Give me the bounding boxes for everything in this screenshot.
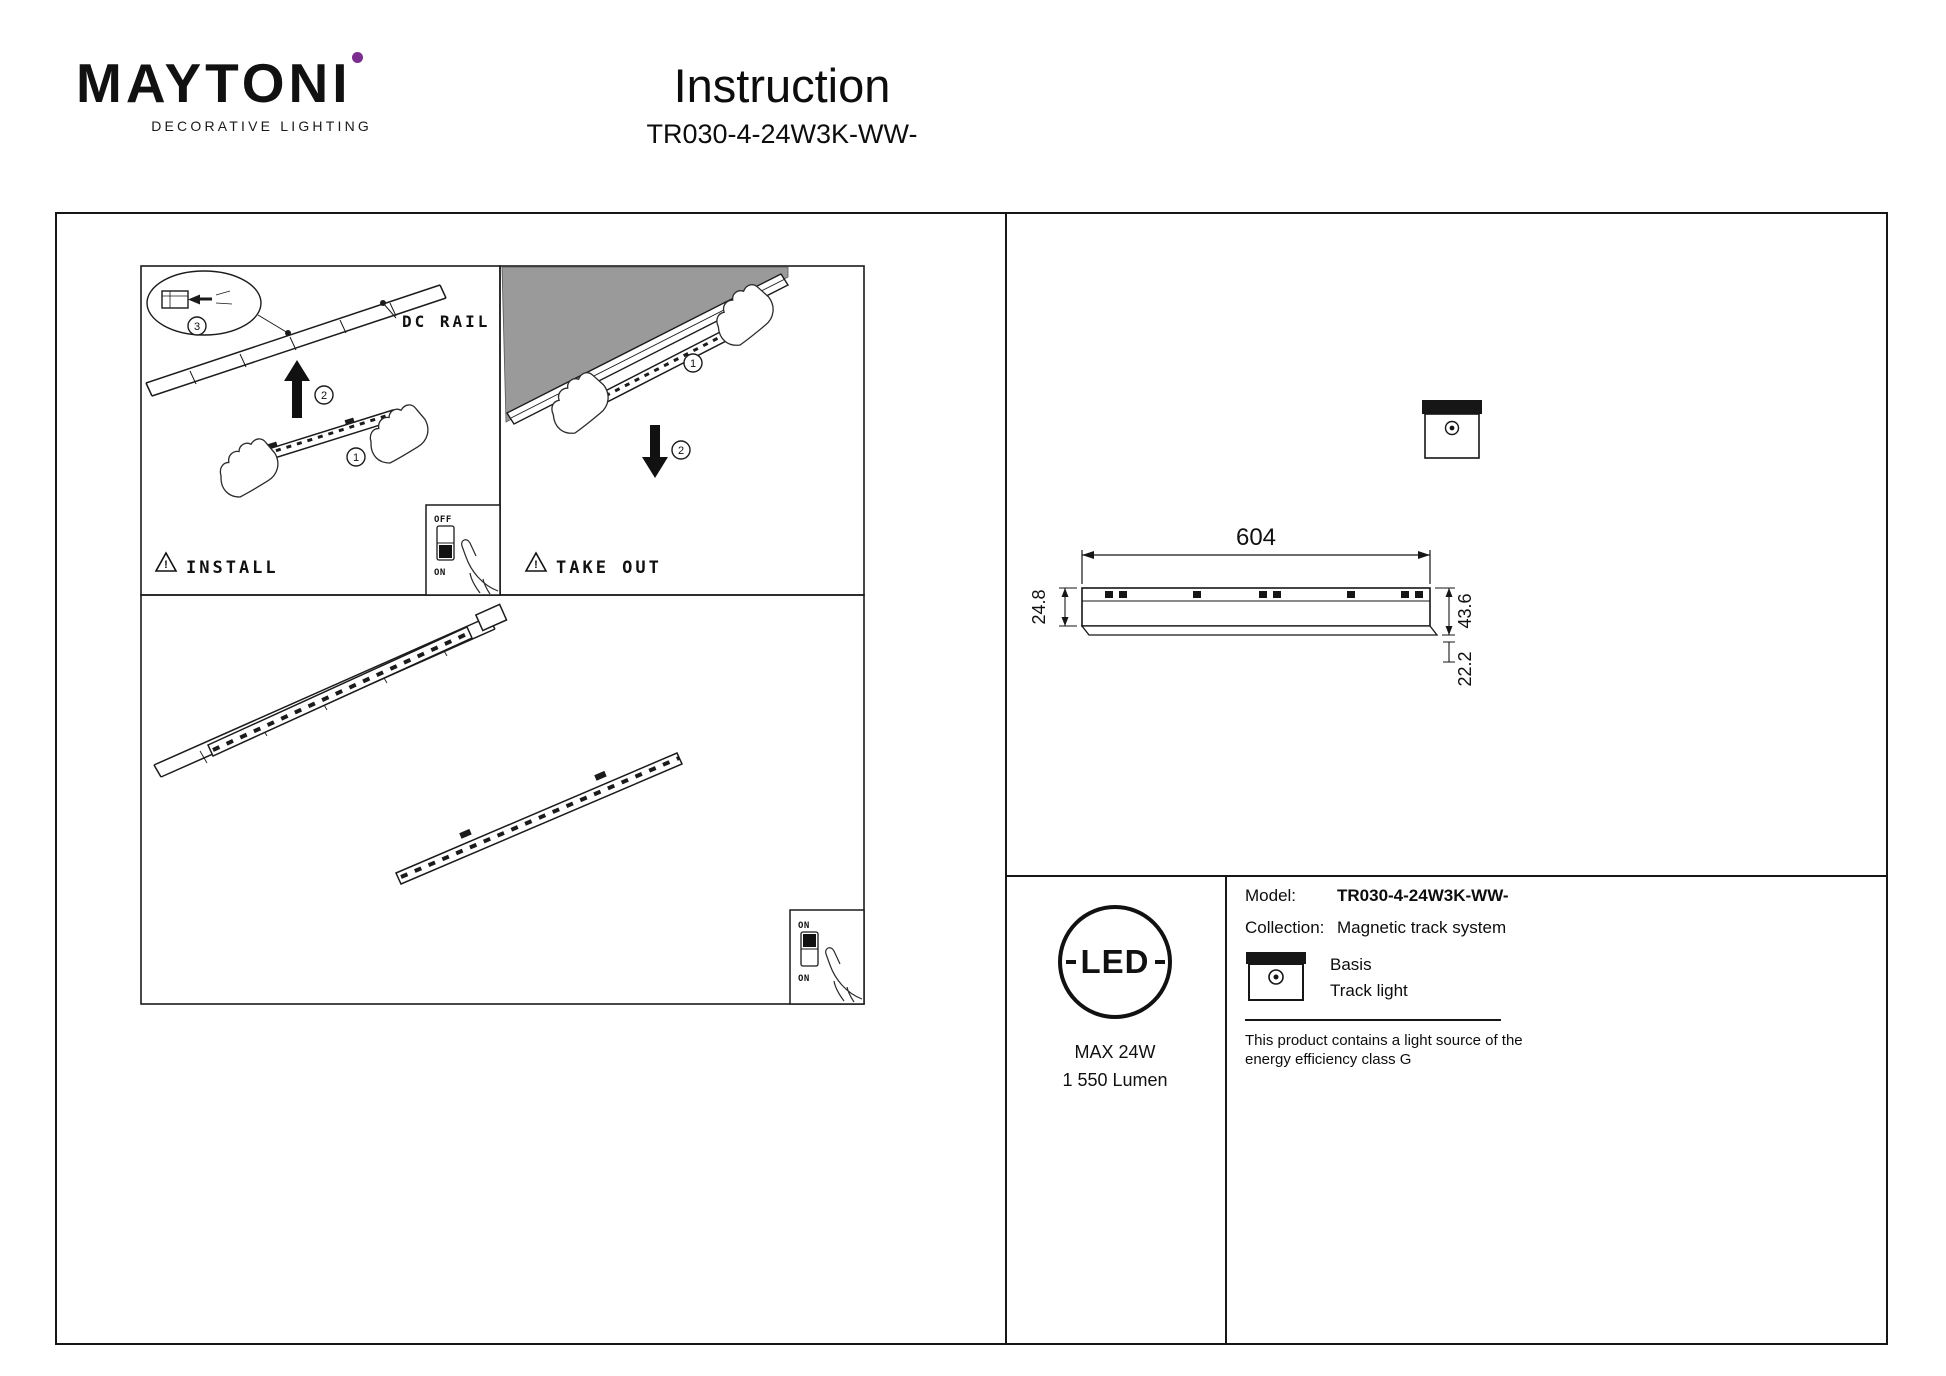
install-panel: DC RAIL 3 [145,270,501,596]
type-row: Basis Track light [1245,950,1565,1005]
type-labels: Basis Track light [1330,950,1408,1005]
warning-icon-takeout [524,551,548,572]
switch-on-label: ON [798,921,810,931]
model-label: Model: [1245,886,1297,905]
front-height-value: 24.8 [1029,589,1049,624]
brand-dot-icon [352,52,363,63]
side-view-drawing [1080,587,1439,636]
model-value: TR030-4-24W3K-WW- [1337,886,1509,905]
step-1-marker: 1 [346,447,366,467]
hand-left-icon [219,438,279,498]
total-height-value: 43.6 [1455,593,1475,628]
overview-panel: ON ON [153,603,865,1005]
takeout-panel: 1 2 ! TAKE OUT [501,266,790,578]
hand-right-takeout-icon [716,284,774,346]
track-light-icon [1246,952,1306,1001]
model-code: TR030-4-24W3K-WW- [646,119,918,149]
leader-to-detail [257,314,289,334]
vertical-divider [1005,214,1007,1343]
step-2-marker: 2 [314,385,334,405]
brand-tagline: DECORATIVE LIGHTING [151,118,372,134]
step-3-marker: 3 [187,316,207,336]
collection-label: Collection: [1245,918,1325,937]
warning-mark-takeout: ! [534,559,538,571]
led-dash-left-icon [1065,960,1076,964]
led-badge: LED [1058,905,1172,1019]
page-title: Instruction [673,59,891,112]
dc-rail-drawing [145,284,447,397]
led-label: LED [1080,943,1150,980]
hand-left-takeout-icon [551,372,609,434]
svg-text:2: 2 [321,390,327,402]
type-basis: Basis [1330,955,1372,974]
svg-text:2: 2 [678,445,684,457]
install-label: INSTALL [186,558,279,578]
step-1-marker-takeout: 1 [683,353,703,373]
arrow-up-icon [284,360,310,418]
takeout-label: TAKE OUT [556,558,662,578]
product-spec: Model: TR030-4-24W3K-WW- Collection: Mag… [1245,886,1565,1070]
spec-divider-vertical [1225,875,1227,1343]
leader-to-label [382,302,397,319]
model-row: Model: TR030-4-24W3K-WW- [1245,886,1565,906]
switch-on-small-label-2: ON [798,974,810,984]
power-off-inset: OFF ON [425,504,501,596]
switch-off-label: OFF [434,515,452,525]
warning-mark: ! [164,559,168,571]
max-power: MAX 24W [1074,1042,1156,1062]
svg-text:1: 1 [690,358,696,370]
finger-icon-off [461,539,499,595]
hand-right-icon [369,404,429,464]
finger-icon-on [825,947,863,1003]
length-value: 604 [1236,524,1276,551]
step-2-marker-takeout: 2 [671,440,691,460]
collection-row: Collection: Magnetic track system [1245,918,1565,938]
dc-rail-label: DC RAIL [402,312,490,331]
brand-name: MAYTONI [76,52,352,114]
product-end-view-icon [1422,400,1482,459]
arrow-down-icon [642,425,668,478]
depth-dimension-lines [1443,641,1455,663]
length-dimension-lines [1081,550,1431,584]
panel-borders [140,265,865,1005]
power-on-inset: ON ON [789,909,865,1005]
connector-detail [146,270,262,336]
content-frame: DC RAIL 3 [55,212,1888,1345]
switch-on-small-label: ON [434,568,446,578]
installation-diagram: DC RAIL 3 [140,265,865,1005]
front-height-dimension-lines [1059,587,1077,627]
warning-icon [154,551,178,572]
module-attached [207,626,473,757]
type-track-light: Track light [1330,981,1408,1001]
collection-value: Magnetic track system [1337,918,1507,937]
svg-text:1: 1 [353,452,359,464]
maytoni-logo: MAYTONI DECORATIVE LIGHTING [76,52,372,134]
module-detached [394,752,684,885]
total-height-dimension-lines [1435,587,1455,636]
spec-note-divider [1245,1018,1501,1021]
lumen-output: 1 550 Lumen [1062,1070,1168,1090]
horizontal-divider [1005,875,1886,877]
svg-text:3: 3 [194,321,200,333]
dimensions-figure: 604 [1029,400,1482,687]
title-block: Instruction TR030-4-24W3K-WW- [582,58,982,150]
magnet-contacts [1105,591,1423,598]
depth-value: 22.2 [1455,651,1475,686]
energy-note: This product contains a light source of … [1245,1031,1523,1069]
led-dash-right-icon [1154,960,1165,964]
